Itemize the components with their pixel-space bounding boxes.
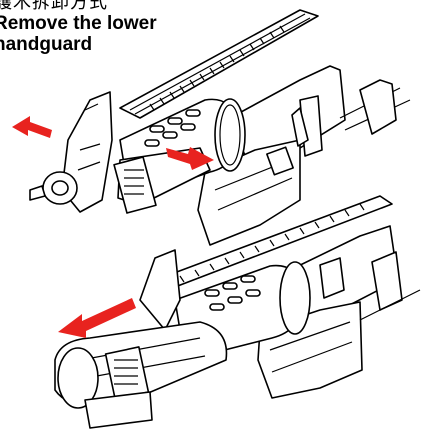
caption-line-1: Remove the lower (0, 13, 157, 34)
bottom-rifle-illustration (54, 195, 421, 429)
instruction-caption: 護木拆卸方式 Remove the lower handguard (0, 0, 224, 55)
arrow-left-icon (58, 298, 136, 338)
arrow-left-icon (12, 116, 52, 138)
caption-line-2: handguard (0, 34, 93, 55)
arrow-right-icon (166, 147, 214, 170)
caption-chinese: 護木拆卸方式 (0, 0, 108, 13)
top-rifle-illustration (12, 9, 411, 246)
